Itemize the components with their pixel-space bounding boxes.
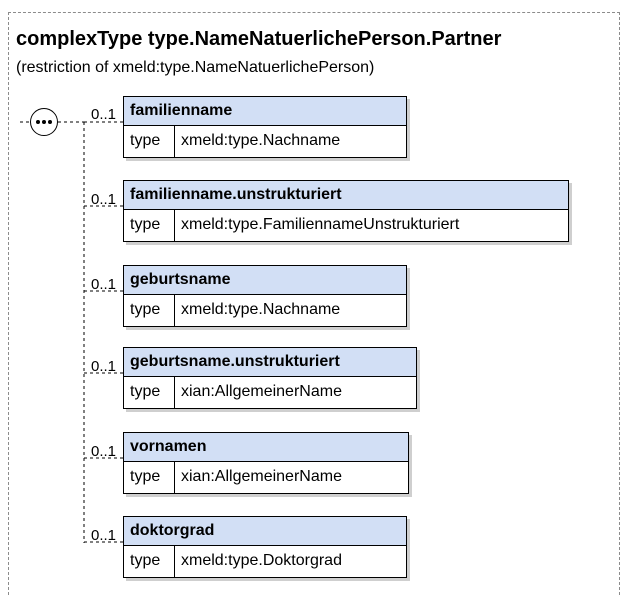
occurrence-label: 0..1 [91,358,117,375]
element-type-row: type xmeld:type.FamiliennameUnstrukturie… [124,210,568,241]
element-name[interactable]: geburtsname.unstrukturiert [124,348,416,377]
type-key-label: type [124,210,175,241]
element-type-row: type xian:AllgemeinerName [124,377,416,408]
element-name[interactable]: doktorgrad [124,517,406,546]
element-type-row: type xmeld:type.Nachname [124,295,406,326]
type-key-label: type [124,295,175,326]
element-type-row: type xmeld:type.Nachname [124,126,406,157]
occurrence-label: 0..1 [91,191,117,208]
element-type-value[interactable]: xmeld:type.Nachname [181,132,341,149]
element-name[interactable]: familienname [124,97,406,126]
element-type-value[interactable]: xmeld:type.FamiliennameUnstrukturiert [181,216,460,233]
occurrence-label: 0..1 [91,276,117,293]
type-key-label: type [124,546,175,577]
element-name[interactable]: familienname.unstrukturiert [124,181,568,210]
occurrence-label: 0..1 [91,106,117,123]
diagram-subtitle: (restriction of xmeld:type.NameNatuerlic… [16,59,375,76]
element-type-row: type xian:AllgemeinerName [124,462,408,493]
element-type-row: type xmeld:type.Doktorgrad [124,546,406,577]
element-card-familienname[interactable]: familienname type xmeld:type.Nachname [123,96,407,158]
element-type-value[interactable]: xmeld:type.Nachname [181,301,341,318]
occurrence-label: 0..1 [91,443,117,460]
element-type-value[interactable]: xian:AllgemeinerName [181,468,342,485]
occurrence-label: 0..1 [91,527,117,544]
type-key-label: type [124,462,175,493]
diagram-title: complexType type.NameNatuerlichePerson.P… [16,28,502,50]
element-card-geburtsname-unstrukturiert[interactable]: geburtsname.unstrukturiert type xian:All… [123,347,417,409]
element-card-vornamen[interactable]: vornamen type xian:AllgemeinerName [123,432,409,494]
element-card-doktorgrad[interactable]: doktorgrad type xmeld:type.Doktorgrad [123,516,407,578]
sequence-compositor-icon [30,108,58,136]
element-name[interactable]: geburtsname [124,266,406,295]
type-key-label: type [124,126,175,157]
element-card-geburtsname[interactable]: geburtsname type xmeld:type.Nachname [123,265,407,327]
diagram-frame [8,12,620,595]
element-type-value[interactable]: xian:AllgemeinerName [181,383,342,400]
type-key-label: type [124,377,175,408]
element-type-value[interactable]: xmeld:type.Doktorgrad [181,552,342,569]
element-card-familienname-unstrukturiert[interactable]: familienname.unstrukturiert type xmeld:t… [123,180,569,242]
element-name[interactable]: vornamen [124,433,408,462]
